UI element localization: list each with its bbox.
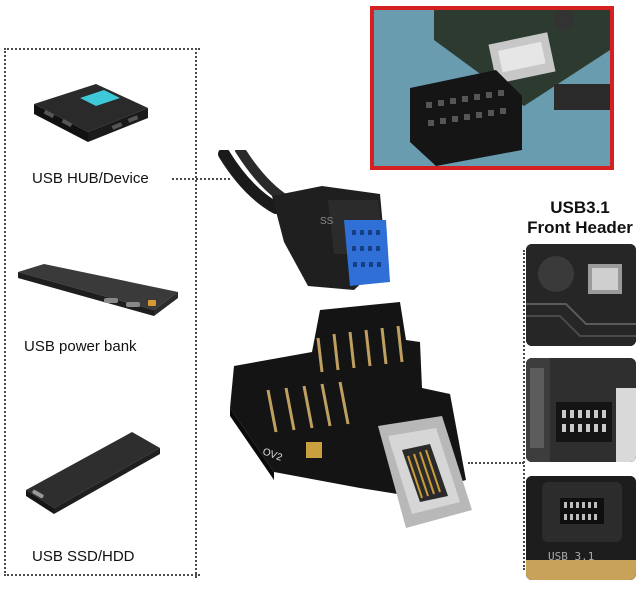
motherboard-header-illustration — [374, 10, 610, 166]
circuit-board-illustration — [526, 244, 636, 346]
header-thumbnail-2 — [526, 358, 636, 462]
power-bank-label: USB power bank — [24, 338, 137, 355]
header-pins-illustration — [526, 358, 636, 462]
header-title-line1: USB3.1 — [550, 198, 610, 217]
cable-wire — [218, 150, 282, 214]
device-frame-right-edge — [195, 48, 197, 578]
usb-hub-label: USB HUB/Device — [32, 170, 149, 187]
ssd-enclosure-image — [26, 432, 160, 514]
header-title-line2: Front Header — [527, 218, 633, 237]
hub-cyan-light — [80, 90, 120, 106]
usb-hub-image — [34, 84, 148, 142]
front-port-illustration — [526, 476, 636, 580]
blue-usb-port — [344, 220, 390, 286]
cable-logo-text: SS — [320, 216, 334, 227]
header-connector-vertical — [523, 250, 525, 570]
header-thumbnail-1 — [526, 244, 636, 346]
ssd-label: USB SSD/HDD — [32, 548, 135, 565]
hub-connector-line — [172, 178, 230, 180]
header-connector-line — [468, 462, 524, 464]
power-bank-image — [18, 264, 178, 316]
adapter-chip — [306, 442, 322, 458]
adapter-illustration: SS OV2 — [218, 150, 472, 528]
motherboard-header-photo — [370, 6, 614, 170]
header-thumbnail-3: USB 3.1 — [526, 476, 636, 580]
device-frame — [4, 48, 200, 576]
thumb-port-label: USB 3.1 — [548, 550, 595, 563]
